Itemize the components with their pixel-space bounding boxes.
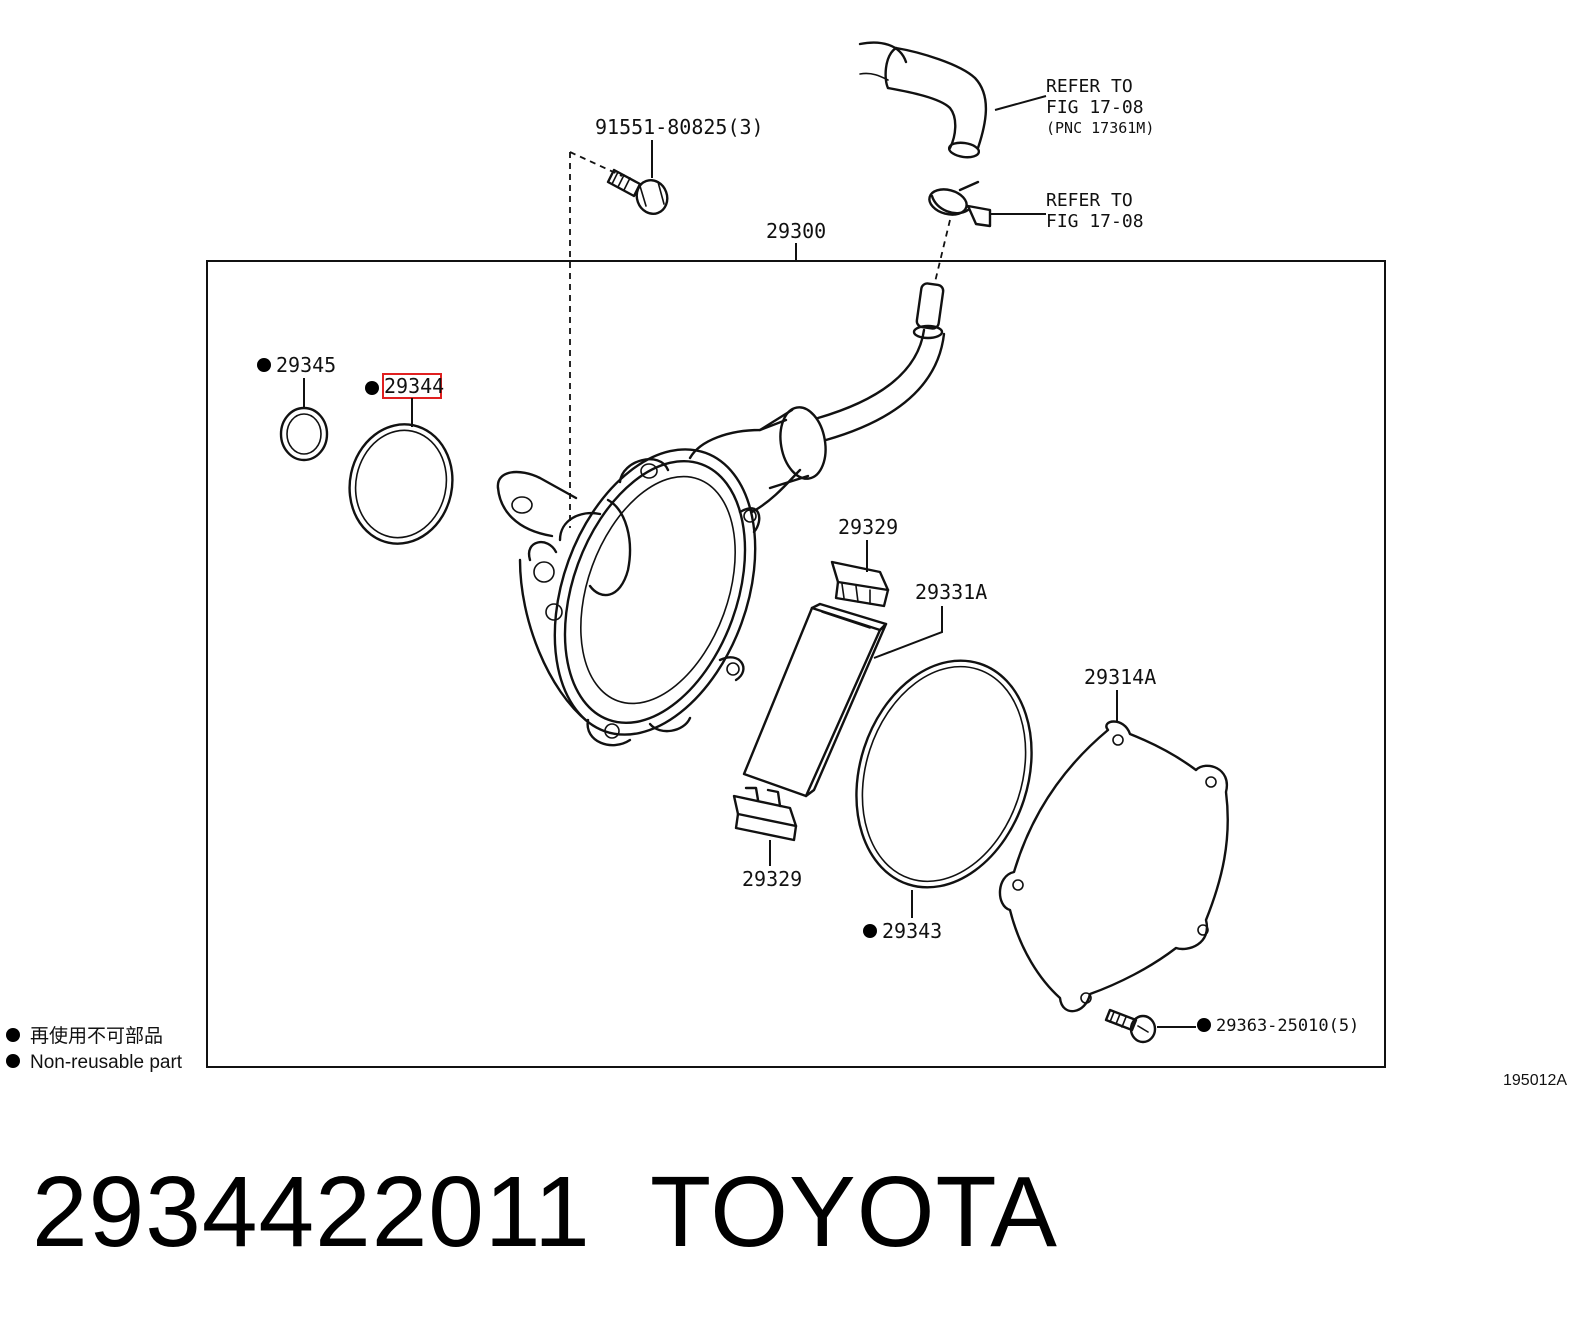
cap-bottom-callout: 29329 bbox=[742, 867, 802, 891]
rotor-callout: 29331A bbox=[915, 580, 987, 604]
screw-callout: 29363-25010(5) bbox=[1216, 1016, 1359, 1036]
vacuum-pipe bbox=[816, 282, 946, 442]
cap-top bbox=[830, 560, 890, 608]
illustration-code: 195012A bbox=[1503, 1072, 1567, 1089]
hose-ref-line3: (PNC 17361M) bbox=[1046, 119, 1154, 137]
legend: 再使用不可部品 Non-reusable part bbox=[6, 1025, 183, 1073]
rotor-part bbox=[742, 602, 888, 798]
oring-small-callout: 29345 bbox=[276, 353, 336, 377]
legend-jp: 再使用不可部品 bbox=[30, 1025, 163, 1047]
part-number-caption: 2934422011 bbox=[32, 1156, 591, 1268]
clamp-ref-line1: REFER TO bbox=[1046, 190, 1133, 211]
oring-small bbox=[279, 406, 329, 462]
oring-large-callout: 29343 bbox=[882, 919, 942, 943]
oring-highlighted bbox=[348, 423, 454, 545]
clamp-part bbox=[928, 180, 992, 228]
oring-highlighted-callout: 29344 bbox=[384, 374, 444, 398]
hose-part bbox=[858, 41, 988, 159]
cap-bottom bbox=[732, 786, 798, 842]
brand-caption: TOYOTA bbox=[650, 1156, 1058, 1268]
cover-plate bbox=[998, 720, 1229, 1013]
legend-en: Non-reusable part bbox=[30, 1052, 183, 1073]
assembly-label: 29300 bbox=[766, 219, 826, 243]
bolt-part bbox=[606, 168, 669, 215]
cap-top-callout: 29329 bbox=[838, 515, 898, 539]
clamp-ref-line2: FIG 17-08 bbox=[1046, 211, 1144, 232]
hose-ref-line2: FIG 17-08 bbox=[1046, 97, 1144, 118]
cover-plate-callout: 29314A bbox=[1084, 665, 1156, 689]
oring-large bbox=[855, 659, 1033, 889]
screw-part bbox=[1104, 1008, 1157, 1044]
hose-ref-line1: REFER TO bbox=[1046, 76, 1133, 97]
pump-housing bbox=[496, 406, 827, 747]
bolt-callout: 91551-80825(3) bbox=[595, 115, 764, 139]
